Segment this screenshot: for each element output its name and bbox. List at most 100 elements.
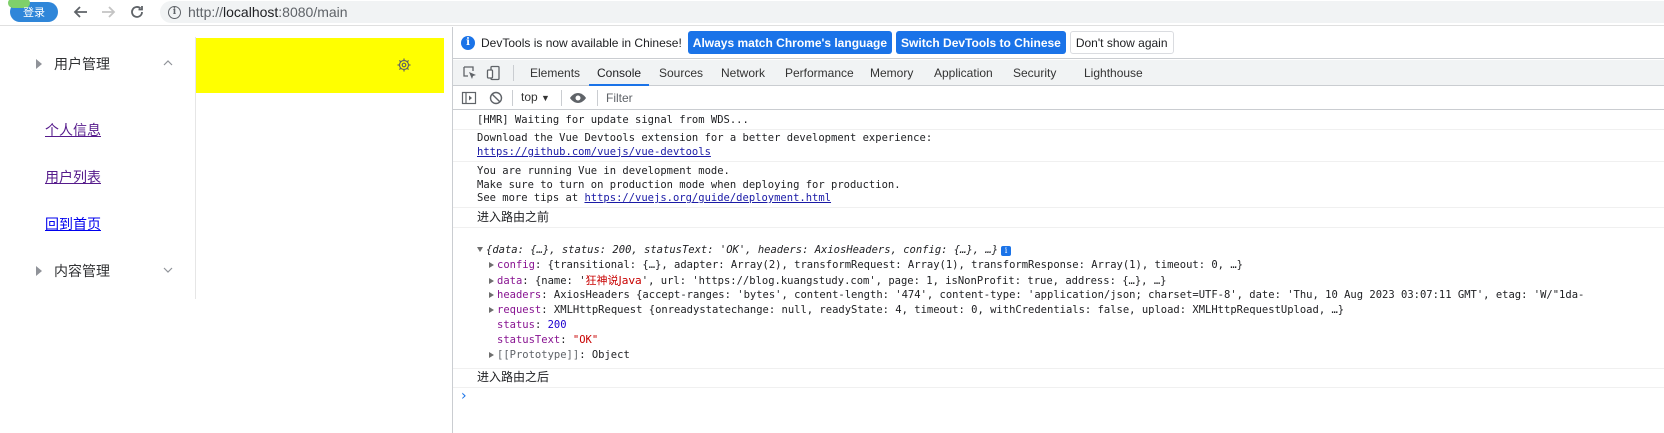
dont-show-again-button[interactable]: Don't show again [1069, 31, 1174, 54]
site-info-icon[interactable]: i [168, 5, 181, 19]
tab-memory[interactable]: Memory [870, 65, 914, 80]
link-user-list[interactable]: 用户列表 [45, 169, 101, 185]
link-home[interactable]: 回到首页 [45, 216, 101, 232]
address-bar[interactable]: i http://localhost:8080/main [160, 1, 1664, 23]
triangle-collapsed-icon [489, 307, 494, 313]
context-selector[interactable]: top ▼ [521, 90, 550, 104]
object-summary[interactable]: {data: {…}, status: 200, statusText: 'OK… [477, 244, 1012, 258]
info-badge-icon: i [1001, 246, 1012, 256]
arrow-right-icon[interactable] [97, 2, 119, 22]
tab-security[interactable]: Security [1013, 65, 1057, 80]
prop-key: headers [497, 289, 542, 301]
object-prop-data[interactable]: data: {name: '狂神说Java', url: 'https://bl… [489, 274, 1166, 289]
context-value: top [521, 90, 538, 104]
submenu-content-management[interactable]: 内容管理 [0, 250, 195, 292]
tab-elements[interactable]: Elements [530, 65, 581, 80]
prop-key: request [497, 304, 542, 316]
header-panel [196, 38, 444, 93]
tab-console[interactable]: Console [588, 60, 650, 86]
console-output: [HMR] Waiting for update signal from WDS… [453, 110, 1664, 433]
toolbar-separator [512, 90, 513, 106]
object-prop-status: status: 200 [497, 319, 567, 331]
prop-key: config [497, 259, 535, 271]
console-link[interactable]: https://github.com/vuejs/vue-devtools [477, 145, 711, 158]
caret-right-icon [36, 59, 42, 69]
info-icon: i [461, 35, 475, 50]
tabbar-separator [513, 65, 514, 81]
console-message: [HMR] Waiting for update signal from WDS… [453, 112, 1664, 130]
caret-right-icon [36, 266, 42, 276]
console-text: Make sure to turn on production mode whe… [477, 178, 901, 191]
prop-value: "OK" [572, 334, 599, 346]
reload-icon[interactable] [126, 2, 148, 22]
switch-to-chinese-button[interactable]: Switch DevTools to Chinese [896, 31, 1066, 54]
triangle-collapsed-icon [489, 278, 494, 284]
inspect-element-icon[interactable] [462, 65, 478, 81]
url-rest: :8080/main [278, 4, 348, 20]
console-prompt[interactable]: › [461, 388, 467, 404]
devtools-panel: i DevTools is now available in Chinese! … [452, 27, 1664, 433]
always-match-language-button[interactable]: Always match Chrome's language [687, 31, 893, 54]
link-profile[interactable]: 个人信息 [45, 122, 101, 138]
prop-value: ', url: 'https://blog.kuangstudy.com', p… [641, 275, 1167, 287]
tab-lighthouse[interactable]: Lighthouse [1084, 65, 1143, 80]
filter-input[interactable]: Filter [606, 91, 633, 105]
console-text: See more tips at [477, 192, 585, 204]
clear-console-icon[interactable] [488, 90, 504, 106]
toolbar-separator [597, 90, 598, 106]
console-message: You are running Vue in development mode.… [453, 163, 1664, 208]
app-page: 用户管理 个人信息 用户列表 回到首页 内容管理 [0, 27, 452, 433]
console-message: 进入路由之前 [453, 209, 1664, 228]
object-prop-prototype[interactable]: [[Prototype]]: Object [489, 349, 630, 363]
prop-key: [[Prototype]] [497, 349, 580, 361]
login-button[interactable]: 登录 [8, 0, 58, 22]
chevron-down-icon [163, 265, 173, 277]
login-label: 登录 [23, 7, 45, 19]
prop-key: data [497, 275, 523, 287]
prop-value: Object [591, 349, 630, 361]
triangle-collapsed-icon [489, 292, 494, 298]
tab-sources[interactable]: Sources [659, 65, 704, 80]
sidebar-toggle-icon[interactable] [461, 90, 477, 106]
console-object-message: {data: {…}, status: 200, statusText: 'OK… [453, 229, 1664, 369]
devtools-tabbar: Elements Console Sources Network Perform… [453, 60, 1664, 86]
triangle-expanded-icon [477, 247, 483, 252]
triangle-collapsed-icon [489, 352, 494, 358]
console-message: 进入路由之后 [453, 369, 1664, 388]
url-scheme: http:// [188, 4, 224, 20]
devtools-language-infobar: i DevTools is now available in Chinese! … [453, 27, 1664, 59]
console-link[interactable]: https://vuejs.org/guide/deployment.html [584, 192, 832, 204]
tab-performance[interactable]: Performance [785, 65, 854, 80]
gear-icon[interactable] [397, 58, 411, 76]
prop-key: status [497, 319, 535, 331]
infobar-text: DevTools is now available in Chinese! [481, 35, 682, 50]
console-text: Download the Vue Devtools extension for … [477, 132, 933, 144]
prop-value-name: 狂神说Java [585, 274, 642, 287]
object-prop-headers[interactable]: headers: AxiosHeaders {accept-ranges: 'b… [489, 289, 1584, 303]
chevron-up-icon [163, 58, 173, 70]
object-prop-statustext: statusText: "OK" [497, 334, 599, 346]
triangle-collapsed-icon [489, 262, 494, 268]
triangle-down-icon: ▼ [541, 93, 550, 103]
prop-value: 200 [547, 319, 567, 331]
console-toolbar: top ▼ Filter [453, 86, 1664, 110]
submenu-user-management[interactable]: 用户管理 [0, 43, 195, 85]
arrow-left-icon[interactable] [70, 2, 92, 22]
prop-value: XMLHttpRequest {onreadystatechange: null… [553, 304, 1345, 316]
tab-network[interactable]: Network [721, 65, 766, 80]
submenu-user-label: 用户管理 [54, 56, 110, 72]
toolbar-separator [561, 90, 562, 106]
side-menu: 用户管理 个人信息 用户列表 回到首页 内容管理 [0, 37, 196, 299]
device-toolbar-icon[interactable] [486, 65, 502, 81]
object-prop-config[interactable]: config: {transitional: {…}, adapter: Arr… [489, 259, 1243, 273]
eye-icon[interactable] [569, 90, 586, 106]
prop-value: {transitional: {…}, adapter: Array(2), t… [547, 259, 1243, 271]
object-prop-request[interactable]: request: XMLHttpRequest {onreadystatecha… [489, 304, 1344, 318]
console-message: Download the Vue Devtools extension for … [453, 130, 1664, 162]
browser-toolbar: 登录 i http://localhost:8080/main [0, 0, 1664, 26]
url-host: localhost [223, 4, 279, 20]
prop-key: statusText [497, 334, 561, 346]
tab-application[interactable]: Application [934, 65, 993, 80]
console-text: You are running Vue in development mode. [477, 165, 730, 177]
